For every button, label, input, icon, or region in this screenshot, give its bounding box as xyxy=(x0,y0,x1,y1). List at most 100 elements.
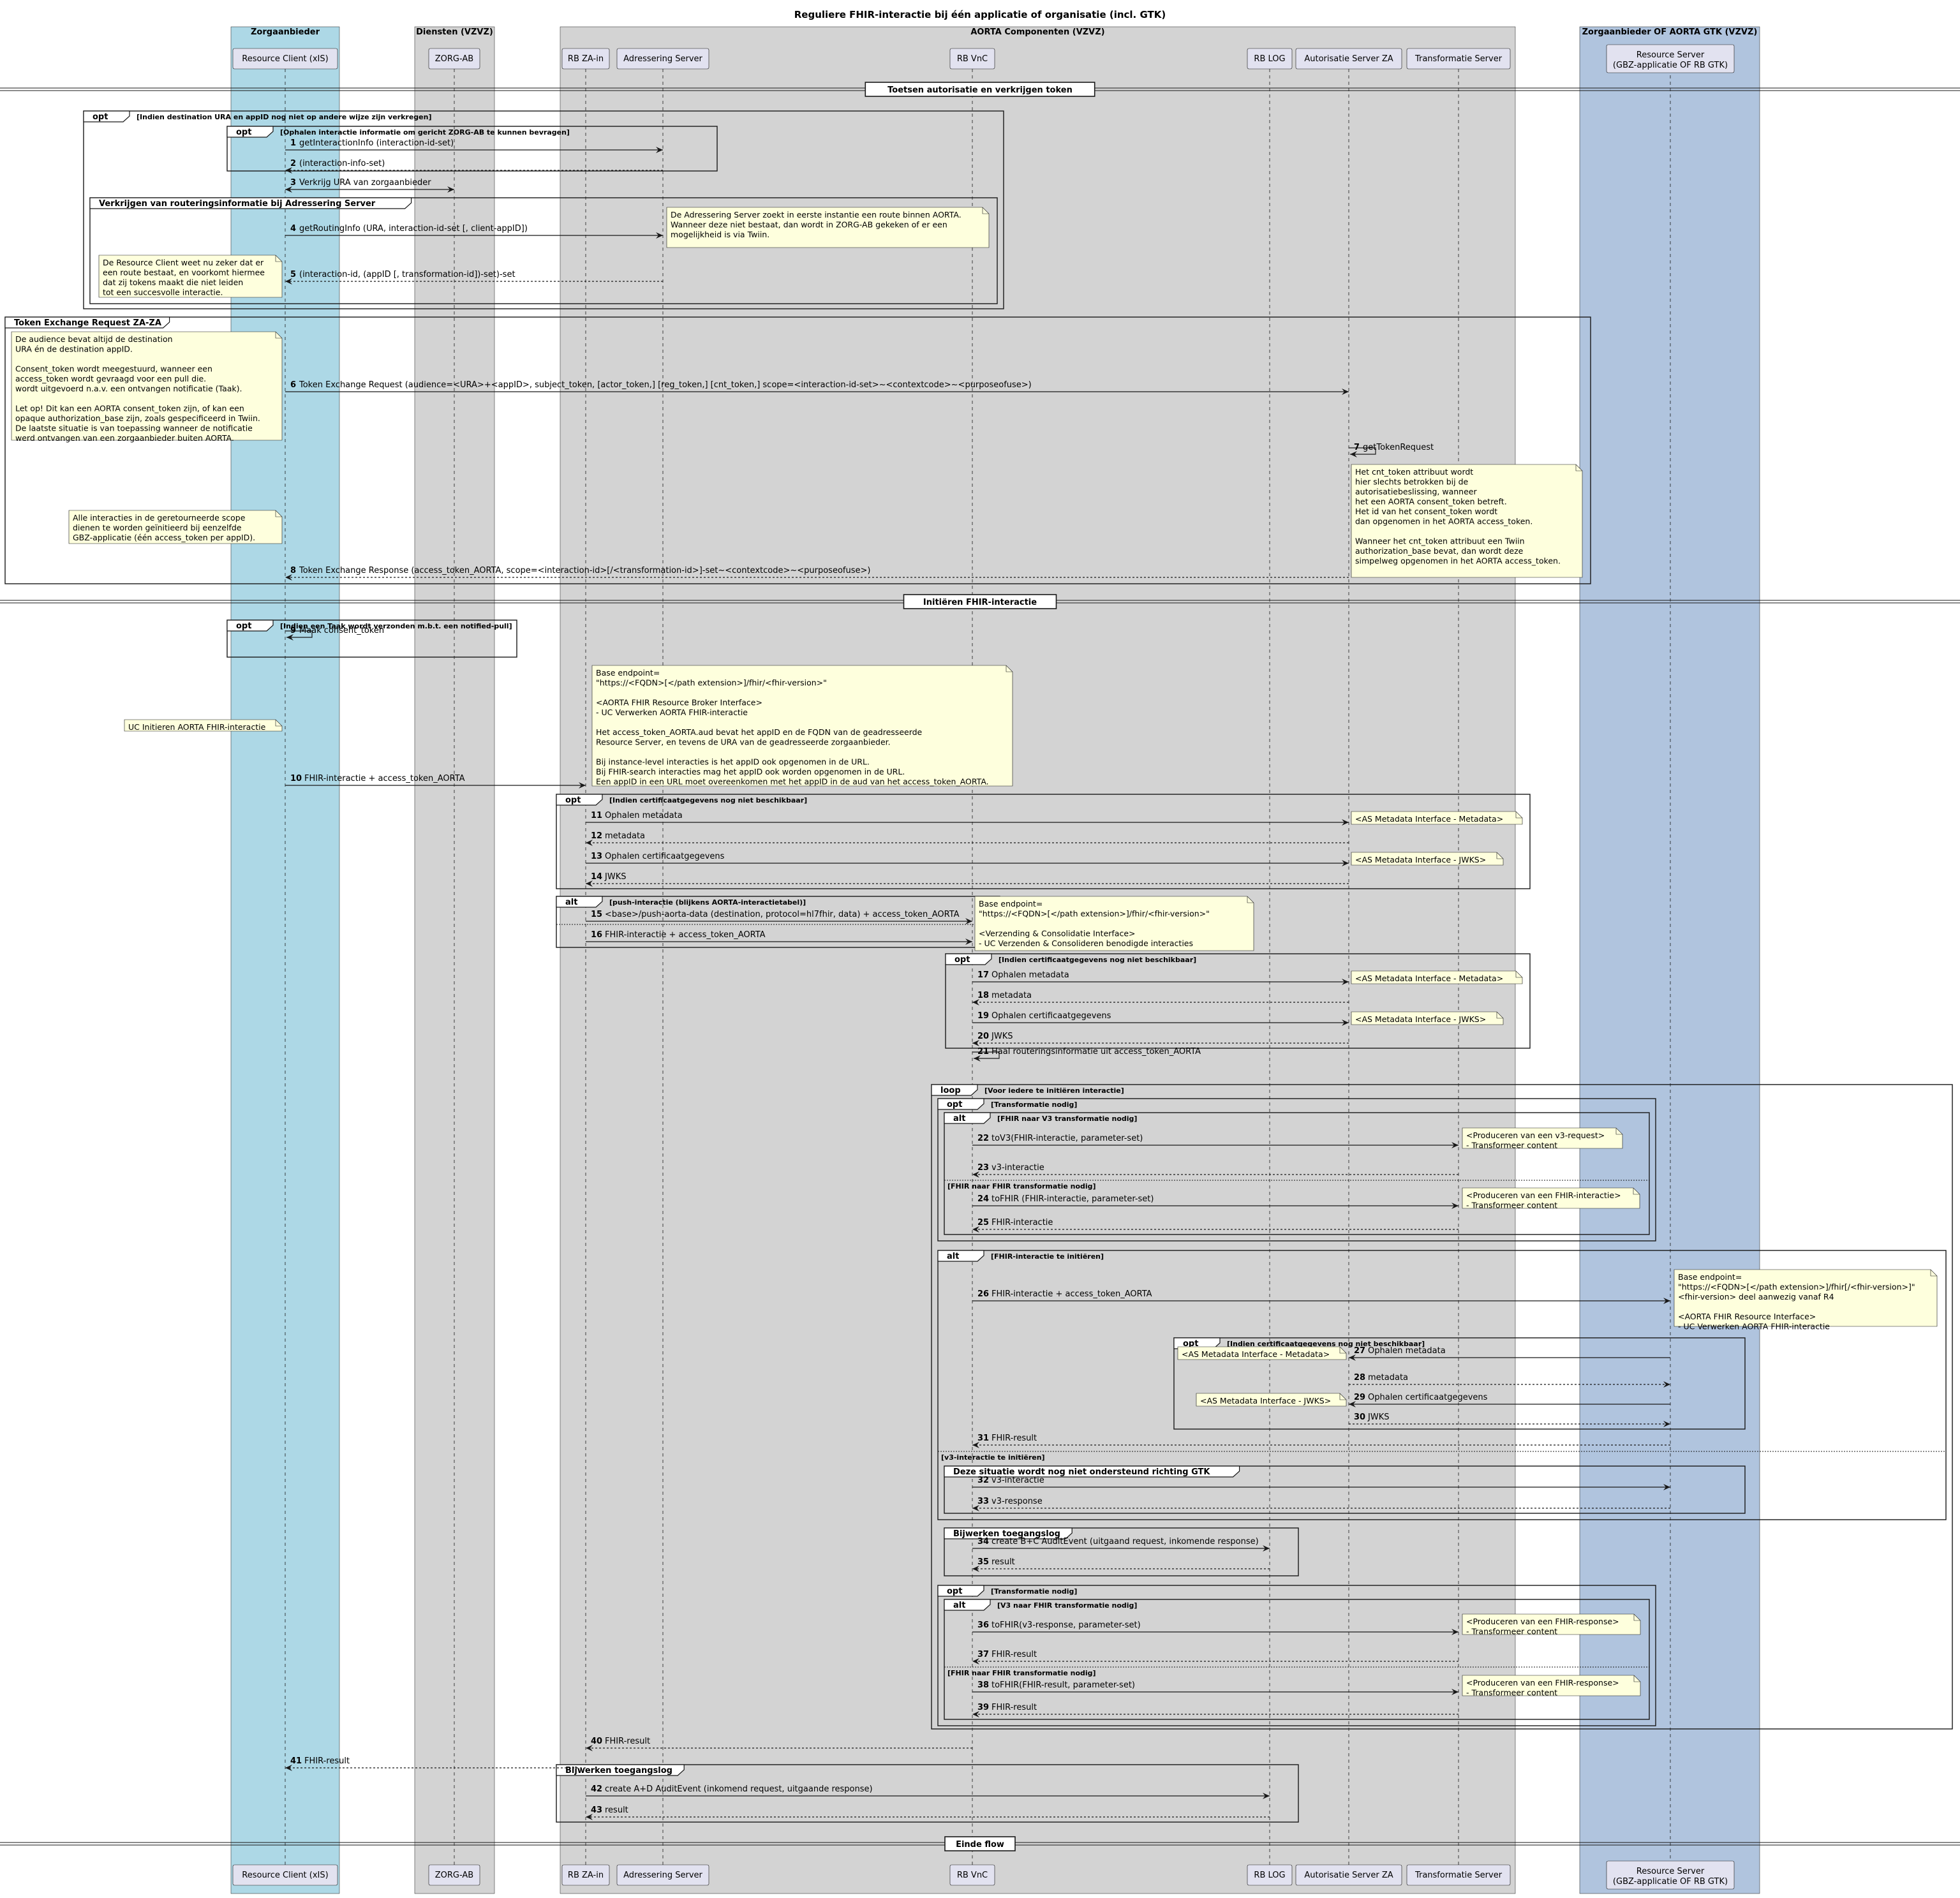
message-number: 5 xyxy=(290,270,296,279)
message-number: 43 xyxy=(591,1805,602,1815)
message-label: (interaction-id, (appID [, transformatio… xyxy=(299,270,516,279)
message-number: 3 xyxy=(290,178,296,188)
message-number: 1 xyxy=(290,138,296,148)
group-title: Bijwerken toegangslog xyxy=(953,1529,1060,1539)
message-label: (interaction-info-set) xyxy=(299,159,385,168)
note-n3 xyxy=(11,331,283,441)
group-tag xyxy=(937,1585,984,1597)
group-title: Bijwerken toegangslog xyxy=(565,1766,672,1776)
note-line: - UC Verwerken AORTA FHIR-interactie xyxy=(1678,1322,1830,1331)
group-tag xyxy=(83,110,130,122)
divider-label: Toetsen autorisatie en verkrijgen token xyxy=(887,85,1073,95)
note-line: <AS Metadata Interface - Metadata> xyxy=(1355,814,1503,824)
group-frame-g14 xyxy=(944,1465,1746,1514)
message-label: Verkrijg URA van zorgaanbieder xyxy=(299,178,431,188)
participant-label: Transformatie Server xyxy=(1414,1871,1503,1880)
participant-log xyxy=(1247,1864,1293,1886)
note-line: "https://<FQDN>[</path extension>]/fhir/… xyxy=(596,678,827,688)
message-arrow-self xyxy=(1349,447,1376,457)
note-line: "https://<FQDN>[</path extension>]/fhir/… xyxy=(979,909,1210,919)
note-line: Base endpoint= xyxy=(596,668,660,678)
message-number: 22 xyxy=(977,1134,989,1143)
message-number: 24 xyxy=(977,1194,989,1204)
note-line: Wanneer het cnt_token attribuut een Twii… xyxy=(1355,537,1525,546)
note-line: <AS Metadata Interface - JWKS> xyxy=(1200,1396,1331,1405)
participant-label: RB ZA-in xyxy=(568,1871,604,1880)
participant-label: RB ZA-in xyxy=(568,54,604,64)
note-n14 xyxy=(1462,1187,1640,1209)
message-label: FHIR-result xyxy=(991,1434,1037,1443)
message-label: toFHIR (FHIR-interactie, parameter-set) xyxy=(991,1194,1154,1204)
group-tag xyxy=(556,896,603,908)
note-n17 xyxy=(1196,1393,1347,1407)
group-tag xyxy=(944,1527,1073,1539)
participant-label: RB LOG xyxy=(1254,1871,1285,1880)
note-line: De Resource Client weet nu zeker dat er xyxy=(103,258,264,267)
participant-vnc xyxy=(949,1864,995,1886)
group-condition: [V3 naar FHIR transformatie nodig] xyxy=(997,1601,1137,1610)
note-line: het een AORTA consent_token betreft. xyxy=(1355,497,1507,507)
participant-label: (GBZ-applicatie OF RB GTK) xyxy=(1613,1877,1728,1887)
message-number: 11 xyxy=(591,811,602,820)
message-label: create A+D AuditEvent (inkomend request,… xyxy=(605,1784,873,1794)
group-tag xyxy=(937,1250,984,1262)
note-fold xyxy=(1930,1270,1937,1277)
note-n7 xyxy=(591,665,1013,787)
group-kind: opt xyxy=(565,796,581,805)
participant-as xyxy=(1295,48,1402,70)
note-fold xyxy=(275,255,282,262)
group-kind: opt xyxy=(1183,1339,1198,1349)
message-number: 2 xyxy=(290,159,296,168)
note-fold xyxy=(275,720,282,727)
group-tag xyxy=(556,794,603,806)
group-condition: [Indien certificaatgegevens nog niet bes… xyxy=(1227,1340,1425,1348)
message-number: 38 xyxy=(977,1680,989,1690)
message-label: Haal routeringsinformatie uit access_tok… xyxy=(991,1047,1201,1057)
note-line: <AS Metadata Interface - Metadata> xyxy=(1182,1349,1330,1359)
message-number: 36 xyxy=(977,1620,989,1630)
note-line: opaque authorization_base zijn, zoals ge… xyxy=(15,413,260,423)
group-kind: alt xyxy=(953,1114,965,1123)
message-number: 15 xyxy=(591,910,602,919)
note-n2 xyxy=(98,255,283,298)
participant-rbza xyxy=(561,1864,610,1886)
message-label: metadata xyxy=(991,991,1032,1000)
divider-label: Einde flow xyxy=(956,1840,1004,1850)
note-line: <Produceren van een FHIR-interactie> xyxy=(1466,1190,1621,1200)
group-frame-g9 xyxy=(931,1084,1953,1730)
group-frame-g6 xyxy=(556,794,1531,889)
message-number: 40 xyxy=(591,1737,602,1746)
note-fold xyxy=(1496,852,1503,859)
message-label: Ophalen metadata xyxy=(1368,1346,1446,1356)
participant-rc xyxy=(232,1864,338,1886)
message-label: toV3(FHIR-interactie, parameter-set) xyxy=(991,1134,1143,1143)
group-kind: loop xyxy=(940,1086,961,1095)
group-else-condition: [FHIR naar FHIR transformatie nodig] xyxy=(947,1669,1096,1677)
group-tag xyxy=(944,1599,991,1611)
note-line: - Transformeer content xyxy=(1466,1688,1557,1698)
group-condition: [Ophalen interactie informatie om gerich… xyxy=(280,128,570,137)
message-number: 4 xyxy=(290,224,296,234)
note-fold xyxy=(1633,1675,1640,1682)
note-line: Let op! Dit kan een AORTA consent_token … xyxy=(15,404,244,413)
participant-label: Resource Client (xIS) xyxy=(242,54,328,64)
message-label: FHIR-result xyxy=(605,1737,650,1746)
note-fold xyxy=(1339,1347,1346,1354)
group-condition: [Transformatie nodig] xyxy=(991,1587,1077,1596)
message-number: 13 xyxy=(591,852,602,861)
participant-label: Autorisatie Server ZA xyxy=(1304,54,1393,64)
note-line: dan opgenomen in het AORTA access_token. xyxy=(1355,517,1533,526)
message-label: create B+C AuditEvent (uitgaand request,… xyxy=(991,1537,1259,1546)
message-label: FHIR-result xyxy=(991,1650,1037,1659)
note-line: <AORTA FHIR Resource Broker Interface> xyxy=(596,698,762,708)
message-number: 30 xyxy=(1354,1412,1365,1422)
note-fold xyxy=(1575,464,1582,471)
message-label: Maak consent_token xyxy=(299,626,384,635)
note-fold xyxy=(275,332,282,339)
message-arrow-self xyxy=(972,1051,1000,1062)
participant-rs xyxy=(1606,1860,1735,1890)
participant-label: RB LOG xyxy=(1254,54,1285,64)
message-number: 10 xyxy=(290,774,302,783)
note-line: - UC Verwerken AORTA FHIR-interactie xyxy=(596,708,748,717)
note-line: autorisatiebeslissing, wanneer xyxy=(1355,487,1477,496)
